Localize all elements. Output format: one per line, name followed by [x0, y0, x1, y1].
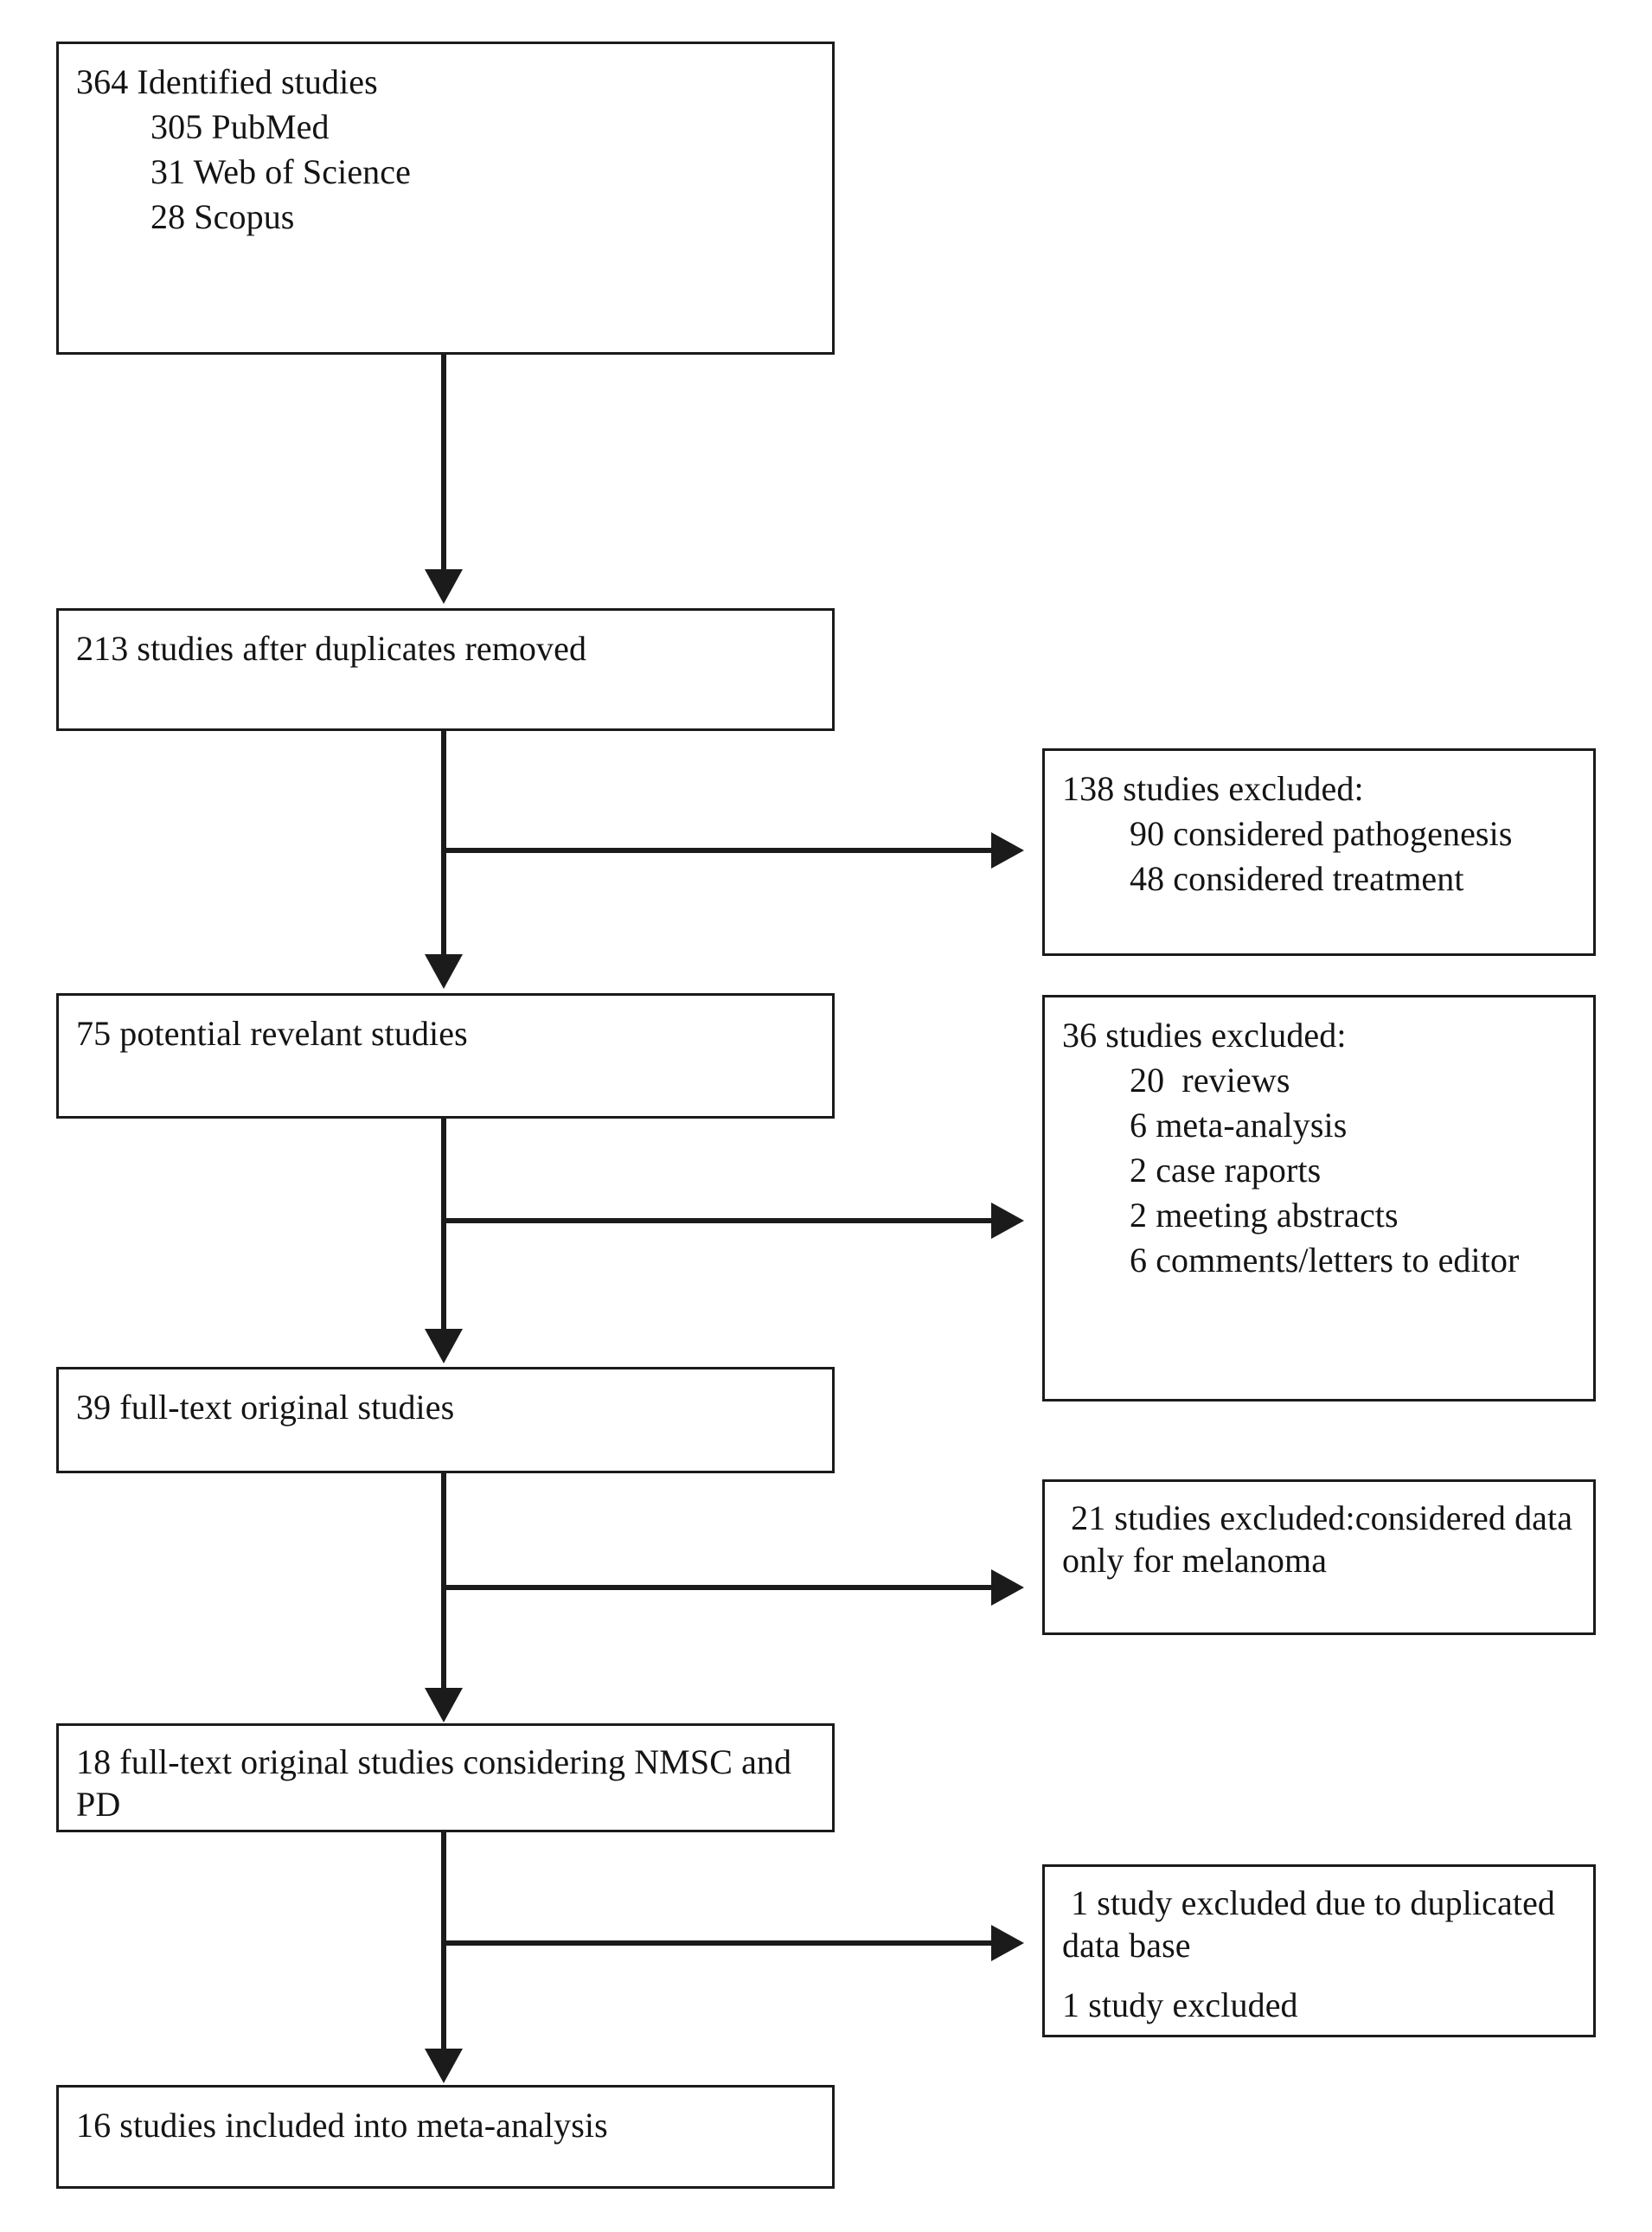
branch-potential-to-excluded-36: [444, 1218, 993, 1223]
node-full-text-nmsc-pd: 18 full-text original studies considerin…: [56, 1723, 835, 1832]
node-full-text-original-studies: 39 full-text original studies: [56, 1367, 835, 1473]
branch-duplicates-to-excluded-138: [444, 848, 993, 853]
arrowhead-duplicates-to-potential: [425, 954, 463, 989]
excluded-36-reason-meta-analysis: 6 meta-analysis: [1130, 1106, 1348, 1145]
node-potential-relevant-studies: 75 potential revelant studies: [56, 993, 835, 1119]
arrowhead-potential-to-fulltext: [425, 1329, 463, 1363]
excluded-138-heading: 138 studies excluded:: [1062, 769, 1364, 808]
connector-duplicates-to-potential: [441, 731, 446, 956]
node-excluded-36: 36 studies excluded: 20 reviews 6 meta-a…: [1042, 995, 1596, 1401]
identified-source-web-of-science: 31 Web of Science: [150, 152, 411, 191]
connector-potential-to-fulltext: [441, 1119, 446, 1331]
node-excluded-138: 138 studies excluded: 90 considered path…: [1042, 748, 1596, 956]
full-text-heading: 39 full-text original studies: [76, 1388, 455, 1427]
arrowhead-excluded-2: [991, 1925, 1024, 1961]
arrowhead-identified-to-duplicates: [425, 569, 463, 604]
after-duplicates-heading: 213 studies after duplicates removed: [76, 629, 587, 668]
arrowhead-nmsc-to-included: [425, 2049, 463, 2083]
node-excluded-21: 21 studies excluded:considered data only…: [1042, 1479, 1596, 1635]
potential-relevant-heading: 75 potential revelant studies: [76, 1014, 468, 1053]
excluded-36-reason-comments-letters: 6 comments/letters to editor: [1130, 1241, 1520, 1280]
node-included-meta-analysis: 16 studies included into meta-analysis: [56, 2085, 835, 2189]
excluded-21-heading: 21 studies excluded:considered data only…: [1062, 1498, 1582, 1580]
arrowhead-excluded-138: [991, 832, 1024, 869]
branch-nmsc-to-excluded-2: [444, 1940, 993, 1946]
connector-identified-to-duplicates: [441, 355, 446, 571]
connector-fulltext-to-nmsc: [441, 1473, 446, 1690]
excluded-138-reason-pathogenesis: 90 considered pathogenesis: [1130, 814, 1513, 853]
excluded-36-reason-meeting-abstracts: 2 meeting abstracts: [1130, 1196, 1399, 1235]
arrowhead-excluded-21: [991, 1569, 1024, 1606]
excluded-36-reason-case-reports: 2 case raports: [1130, 1151, 1322, 1190]
identified-source-pubmed: 305 PubMed: [150, 107, 330, 146]
excluded-36-reason-reviews: 20 reviews: [1130, 1061, 1290, 1100]
arrowhead-fulltext-to-nmsc: [425, 1688, 463, 1722]
excluded-2-reason-second: 1 study excluded: [1062, 1985, 1298, 2024]
node-after-duplicates-removed: 213 studies after duplicates removed: [56, 608, 835, 731]
nmsc-pd-heading: 18 full-text original studies considerin…: [76, 1742, 801, 1824]
excluded-138-reason-treatment: 48 considered treatment: [1130, 859, 1464, 898]
identified-source-scopus: 28 Scopus: [150, 197, 295, 236]
excluded-2-heading: 1 study excluded due to duplicated data …: [1062, 1883, 1565, 1965]
identified-studies-heading: 364 Identified studies: [76, 62, 378, 101]
arrowhead-excluded-36: [991, 1203, 1024, 1239]
excluded-36-heading: 36 studies excluded:: [1062, 1016, 1347, 1055]
node-identified-studies: 364 Identified studies 305 PubMed 31 Web…: [56, 42, 835, 355]
node-excluded-2: 1 study excluded due to duplicated data …: [1042, 1864, 1596, 2037]
branch-fulltext-to-excluded-21: [444, 1585, 993, 1590]
included-heading: 16 studies included into meta-analysis: [76, 2106, 608, 2145]
